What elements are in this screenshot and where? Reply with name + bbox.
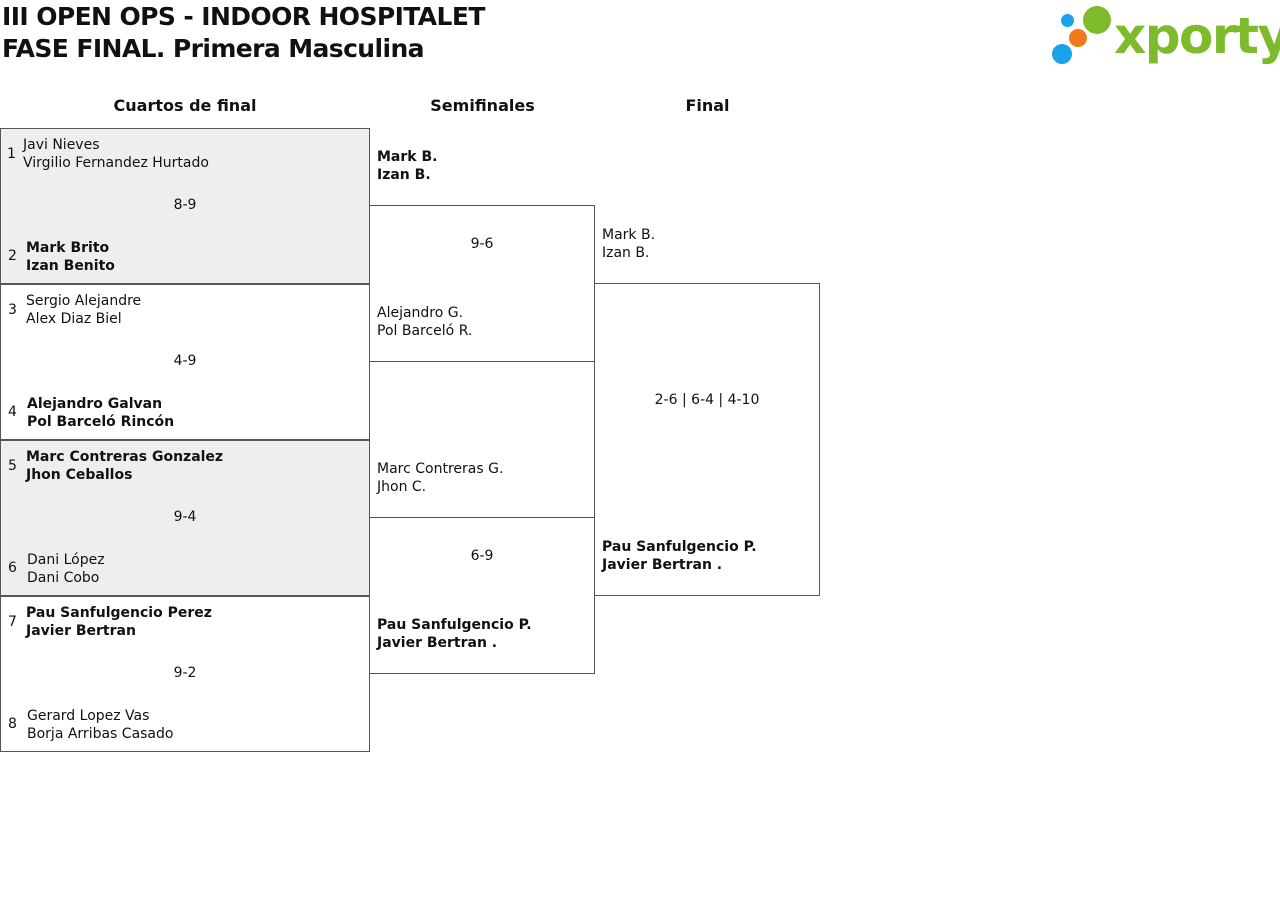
player-name: Izan Benito (26, 258, 115, 274)
logo-dot-blue-small (1061, 14, 1074, 27)
round-header-semis: Semifinales (430, 96, 535, 115)
player-name: Gerard Lopez Vas (27, 708, 150, 724)
logo-dot-blue (1052, 44, 1072, 64)
player-name: Javier Bertran . (377, 635, 498, 651)
quarterfinal-match-3[interactable]: 5 Marc Contreras Gonzalez Jhon Ceballos … (0, 440, 370, 596)
player-name: Javi Nieves (23, 137, 100, 153)
match-score: 6-9 (470, 548, 494, 564)
player-name: Alex Diaz Biel (26, 311, 122, 327)
team-bottom: Gerard Lopez Vas Borja Arribas Casado (27, 707, 173, 743)
round-header-final: Final (685, 96, 730, 115)
player-name: Izan B. (377, 167, 431, 183)
match-score: 2-6 | 6-4 | 4-10 (654, 392, 760, 408)
player-name: Dani López (27, 552, 105, 568)
player-name: Pau Sanfulgencio P. (602, 539, 757, 555)
player-name: Dani Cobo (27, 570, 100, 586)
semifinal-match-1[interactable]: 9-6 Alejandro G. Pol Barceló R. (369, 205, 595, 362)
team-top-winner: Pau Sanfulgencio Perez Javier Bertran (26, 604, 212, 640)
player-name: Javier Bertran (26, 623, 136, 639)
seed-number: 6 (8, 560, 17, 576)
match-score: 9-2 (173, 665, 197, 681)
player-name: Pol Barceló R. (377, 323, 473, 339)
team-top-winner: Marc Contreras Gonzalez Jhon Ceballos (26, 448, 223, 484)
player-name: Alejandro G. (377, 305, 464, 321)
quarterfinal-match-4[interactable]: 7 Pau Sanfulgencio Perez Javier Bertran … (0, 596, 370, 752)
semifinal-match-2[interactable]: 6-9 Pau Sanfulgencio P. Javier Bertran . (369, 517, 595, 674)
player-name: Virgilio Fernandez Hurtado (23, 155, 209, 171)
seed-number: 1 (7, 146, 16, 162)
player-name: Borja Arribas Casado (27, 726, 174, 742)
semifinal-2-team-top: Marc Contreras G. Jhon C. (377, 460, 503, 496)
final-team-bottom-winner: Pau Sanfulgencio P. Javier Bertran . (602, 538, 757, 574)
tournament-title: III OPEN OPS - INDOOR HOSPITALET (2, 2, 485, 31)
player-name: Jhon C. (377, 479, 427, 495)
team-bottom: Dani López Dani Cobo (27, 551, 105, 587)
match-score: 9-4 (173, 509, 197, 525)
match-score: 8-9 (173, 197, 197, 213)
semifinal-1-team-top-winner: Mark B. Izan B. (377, 148, 437, 184)
player-name: Javier Bertran . (602, 557, 723, 573)
player-name: Izan B. (602, 245, 650, 261)
quarterfinal-match-1[interactable]: 1 Javi Nieves Virgilio Fernandez Hurtado… (0, 128, 370, 284)
seed-number: 3 (8, 302, 17, 318)
round-header-quarters: Cuartos de final (113, 96, 257, 115)
match-score: 4-9 (173, 353, 197, 369)
seed-number: 4 (8, 404, 17, 420)
logo-wordmark: xporty (1114, 7, 1280, 65)
logo-dot-orange (1069, 29, 1087, 47)
player-name: Pau Sanfulgencio Perez (26, 605, 212, 621)
final-team-top: Mark B. Izan B. (602, 226, 655, 262)
final-match[interactable]: 2-6 | 6-4 | 4-10 Pau Sanfulgencio P. Jav… (594, 283, 820, 596)
xporty-logo[interactable]: xporty (1050, 4, 1280, 68)
team-top: Javi Nieves Virgilio Fernandez Hurtado (23, 136, 209, 172)
player-name: Marc Contreras G. (377, 461, 504, 477)
player-name: Mark B. (377, 149, 438, 165)
player-name: Mark B. (602, 227, 656, 243)
seed-number: 5 (8, 458, 17, 474)
seed-number: 7 (8, 614, 17, 630)
player-name: Sergio Alejandre (26, 293, 142, 309)
seed-number: 8 (8, 716, 17, 732)
seed-number: 2 (8, 248, 17, 264)
player-name: Pau Sanfulgencio P. (377, 617, 532, 633)
team-bottom-winner: Mark Brito Izan Benito (26, 239, 115, 275)
player-name: Jhon Ceballos (26, 467, 133, 483)
player-name: Mark Brito (26, 240, 110, 256)
team-bottom-winner: Alejandro Galvan Pol Barceló Rincón (27, 395, 174, 431)
player-name: Alejandro Galvan (27, 396, 163, 412)
team-top: Sergio Alejandre Alex Diaz Biel (26, 292, 141, 328)
player-name: Pol Barceló Rincón (27, 414, 175, 430)
semifinal-1-team-bottom: Alejandro G. Pol Barceló R. (377, 304, 472, 340)
logo-dot-green (1083, 6, 1111, 34)
player-name: Marc Contreras Gonzalez (26, 449, 224, 465)
quarterfinal-match-2[interactable]: 3 Sergio Alejandre Alex Diaz Biel 4-9 4 … (0, 284, 370, 440)
tournament-subtitle: FASE FINAL. Primera Masculina (2, 34, 425, 63)
match-score: 9-6 (470, 236, 494, 252)
semifinal-2-team-bottom-winner: Pau Sanfulgencio P. Javier Bertran . (377, 616, 532, 652)
